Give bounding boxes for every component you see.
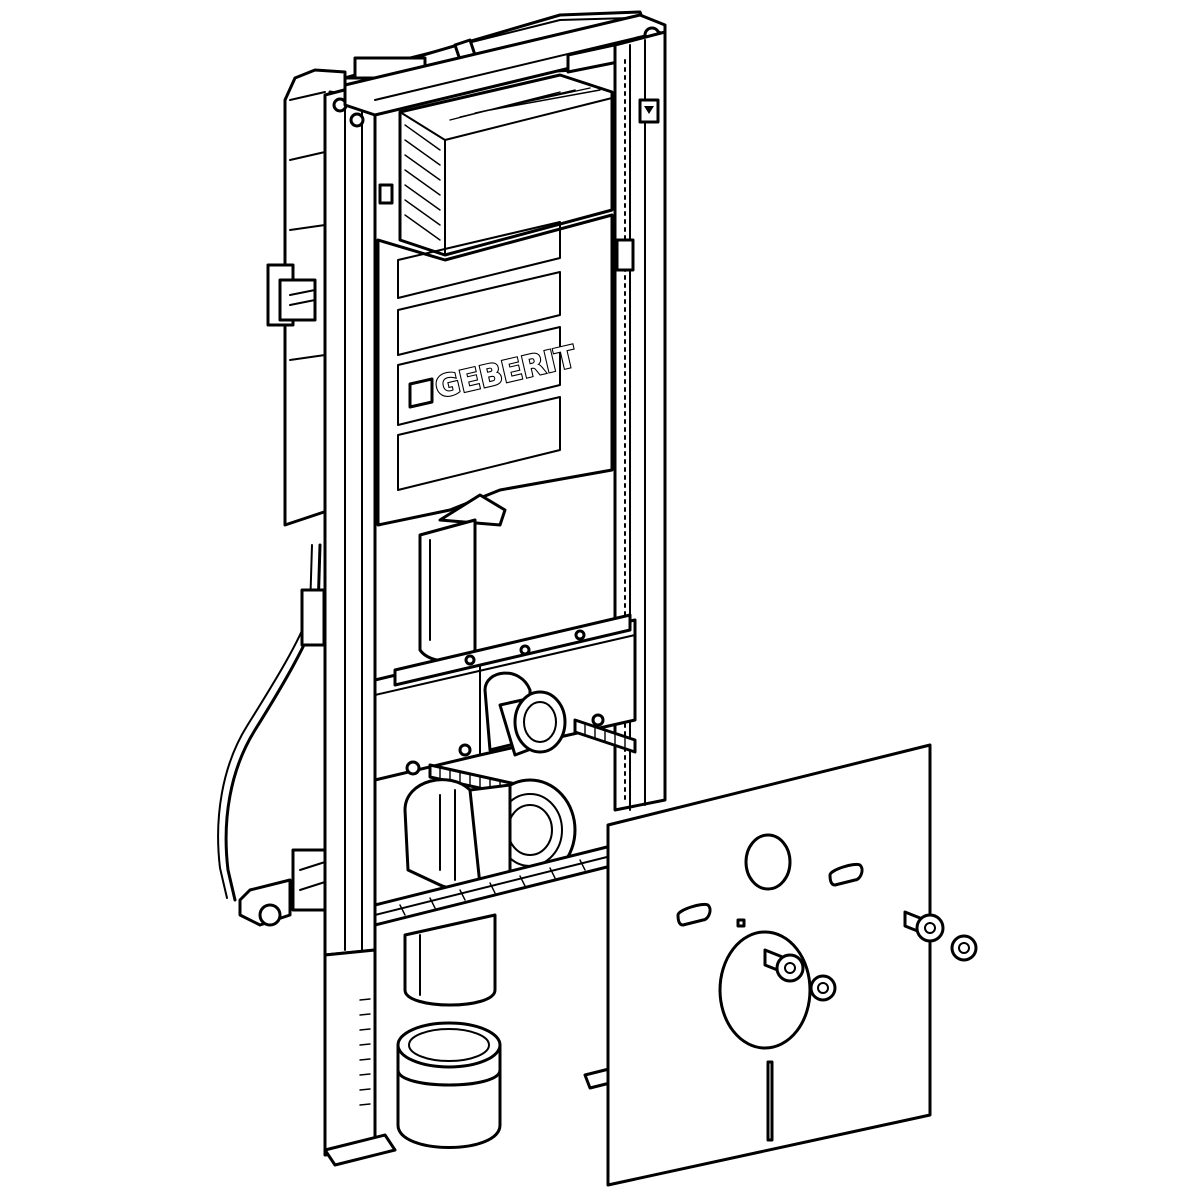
washer-right [950, 934, 978, 962]
flush-down-pipe [418, 518, 477, 663]
flush-mechanism-box [378, 73, 614, 257]
flush-connector [483, 671, 567, 757]
drain-pipe [403, 913, 497, 1007]
adjustable-leg-left [323, 948, 397, 1167]
pipe-adapter [396, 1021, 502, 1149]
cistern-front-panel: GEBERIT [376, 213, 614, 527]
mat-bolt-right [903, 910, 945, 943]
washer-center [809, 974, 837, 1002]
frame-left-upright [323, 80, 377, 957]
supply-valve [238, 848, 330, 927]
threaded-rod-right [573, 713, 637, 754]
mat-bolt-center [763, 948, 805, 983]
wc-connection-bend [403, 778, 577, 890]
flex-hose [217, 543, 339, 902]
